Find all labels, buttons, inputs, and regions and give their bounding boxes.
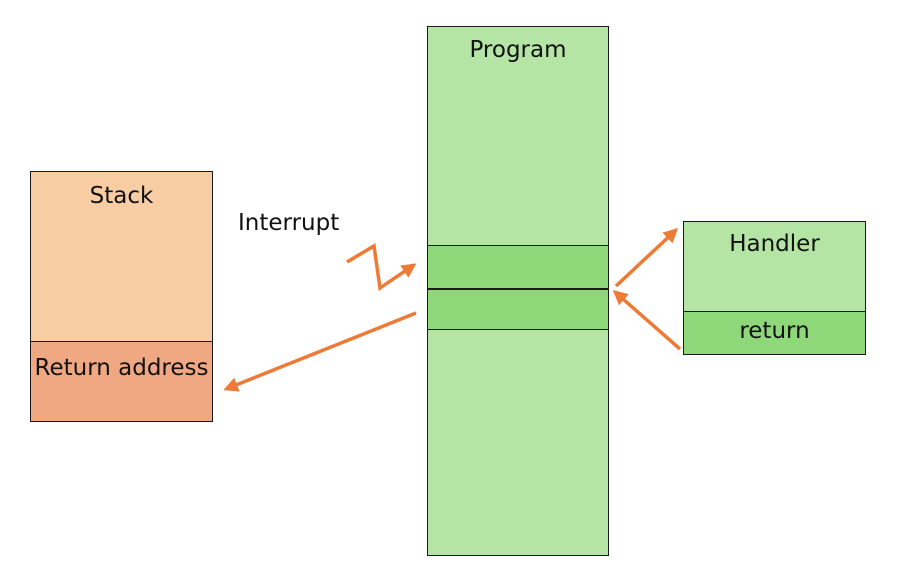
push-return-address-arrow: [223, 311, 417, 392]
interrupt-zigzag-icon: [346, 243, 417, 292]
return-to-program-arrow: [612, 290, 682, 351]
program-title: Program: [469, 37, 567, 63]
handler-return-label: return: [739, 318, 810, 344]
return-address-box: [30, 341, 213, 422]
handler-box: [683, 221, 866, 312]
interrupt-label: Interrupt: [238, 210, 340, 236]
stack-title: Stack: [89, 183, 154, 209]
jump-to-handler-arrow: [614, 227, 679, 288]
program-resume-point: [427, 289, 609, 330]
program-interrupt-point: [427, 245, 609, 289]
handler-title: Handler: [729, 231, 820, 257]
stack-box: [30, 171, 213, 342]
handler-return-box: [683, 311, 866, 355]
return-address-label: Return address: [34, 355, 209, 381]
